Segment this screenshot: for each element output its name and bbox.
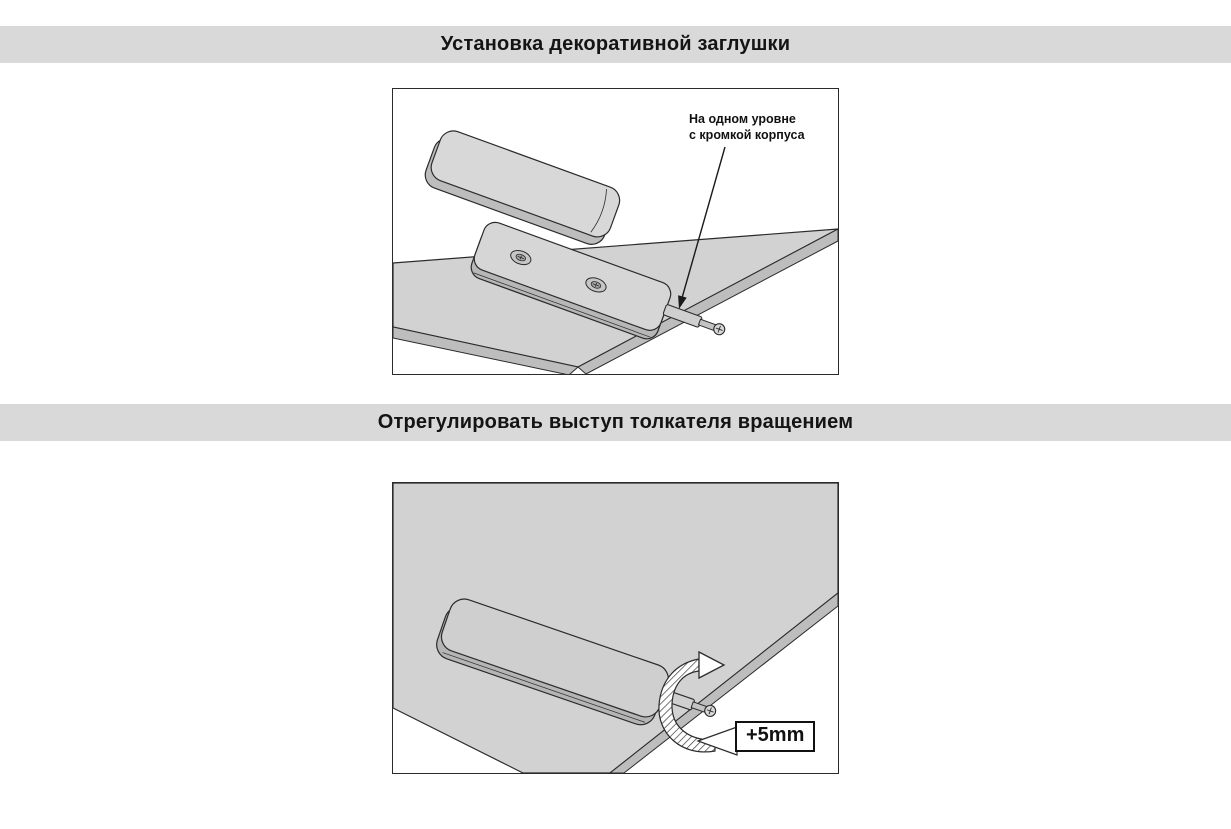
cap-top xyxy=(430,130,621,238)
screw-hole-left xyxy=(510,249,532,266)
pusher-rod-thin xyxy=(697,318,717,331)
flush-annotation: На одном уровне с кромкой корпуса xyxy=(689,111,805,144)
push-latch-body xyxy=(470,221,726,340)
rotation-arrow xyxy=(658,650,738,756)
latch-body-seam xyxy=(473,272,651,338)
cap-inner-lip xyxy=(590,188,607,233)
latch-seam xyxy=(442,652,646,723)
figure-pusher-adjustment: +5mm xyxy=(392,482,839,774)
section-title-2: Отрегулировать выступ толкателя вращение… xyxy=(377,411,854,433)
flush-annotation-line1: На одном уровне xyxy=(689,112,796,126)
pusher-tip-slot-v xyxy=(708,707,712,715)
panel-top-face xyxy=(393,483,838,773)
dimension-label: +5mm xyxy=(735,721,816,752)
flush-annotation-line2: с кромкой корпуса xyxy=(689,128,805,143)
section-title-bar-1: Установка декоративной заглушки xyxy=(0,26,1231,63)
section-title-1: Установка декоративной заглушки xyxy=(440,33,791,55)
panel-left-edge-face xyxy=(393,326,580,374)
adjustment-drawing xyxy=(393,483,838,773)
pusher-tip-slot-v xyxy=(717,325,721,333)
annotation-arrow xyxy=(678,146,726,309)
screw-hole-right xyxy=(585,277,607,293)
figure-cap-installation: На одном уровне с кромкой корпуса xyxy=(392,88,839,375)
decorative-cap xyxy=(424,130,621,245)
section-title-bar-2: Отрегулировать выступ толкателя вращение… xyxy=(0,404,1231,441)
exploded-view-drawing xyxy=(393,130,838,374)
rotation-arrowhead xyxy=(698,650,726,680)
